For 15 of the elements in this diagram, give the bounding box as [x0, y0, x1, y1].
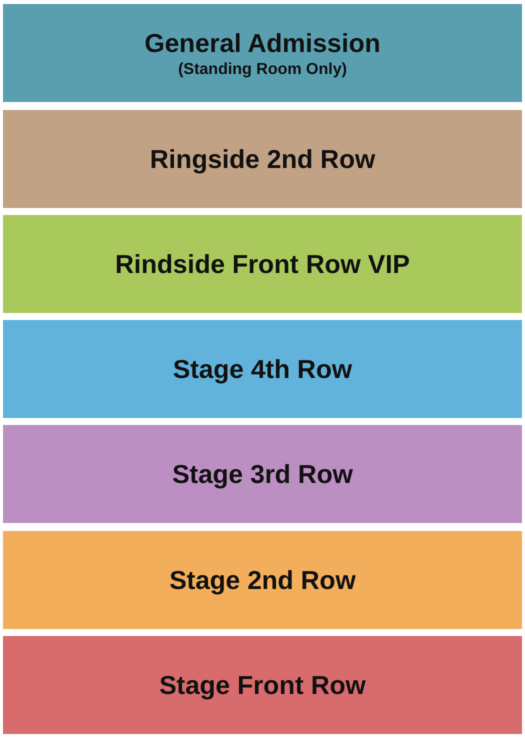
seating-section: [3, 320, 522, 418]
section-name: Stage Front Row: [159, 670, 366, 700]
seating-section: [3, 425, 522, 523]
seating-section: [3, 110, 522, 208]
section-name: Stage 3rd Row: [172, 458, 353, 490]
section-name: Stage 2nd Row: [169, 564, 356, 596]
section-name: Rindside Front Row VIP: [115, 248, 410, 280]
section-note: (Standing Room Only): [178, 60, 347, 78]
seating-section: [3, 4, 522, 102]
seating-section: [3, 636, 522, 734]
section-name: Ringside 2nd Row: [150, 144, 376, 174]
section-name: General Admission: [144, 28, 380, 58]
section-name: Stage 4th Row: [172, 354, 352, 384]
seating-section: [3, 531, 522, 629]
seating-section: [3, 215, 522, 313]
